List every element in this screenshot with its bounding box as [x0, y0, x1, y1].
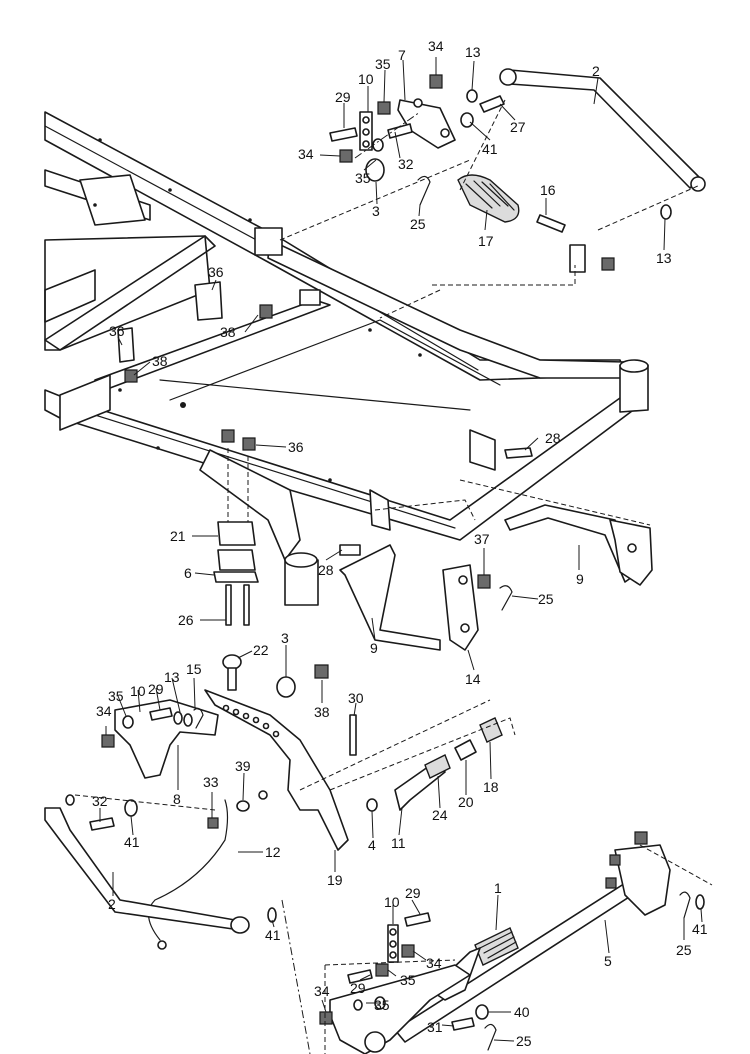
callout-31: 31	[427, 1019, 443, 1035]
callout-13: 13	[164, 669, 180, 685]
callout-2: 2	[108, 896, 116, 912]
callout-29: 29	[335, 89, 351, 105]
callout-26: 26	[178, 612, 194, 628]
pivot-block	[213, 521, 259, 626]
callout-36: 36	[208, 264, 224, 280]
callout-25: 25	[410, 216, 426, 232]
main-frame	[44, 111, 649, 606]
callout-19: 19	[327, 872, 343, 888]
callout-21: 21	[170, 528, 186, 544]
callout-27: 27	[510, 119, 526, 135]
callout-17: 17	[478, 233, 494, 249]
callout-9: 9	[576, 571, 584, 587]
callout-labels: 34 7 13 2 35 10 29 27 41 34 32 35 16 3 2…	[92, 38, 708, 1049]
arm-assemblies	[339, 447, 653, 651]
callout-34: 34	[426, 955, 442, 971]
callout-6: 6	[184, 565, 192, 581]
callout-3: 3	[372, 203, 380, 219]
callout-25: 25	[676, 942, 692, 958]
callout-25: 25	[538, 591, 554, 607]
callout-12: 12	[265, 844, 281, 860]
callout-35: 35	[108, 688, 124, 704]
callout-41: 41	[482, 141, 498, 157]
callout-40: 40	[514, 1004, 530, 1020]
callout-10: 10	[130, 683, 146, 699]
callout-35: 35	[375, 56, 391, 72]
leader-lines	[99, 57, 703, 1042]
callout-1: 1	[494, 880, 502, 896]
callout-34: 34	[298, 146, 314, 162]
callout-34: 34	[96, 703, 112, 719]
brake-lever-assembly	[44, 654, 516, 1054]
callout-38: 38	[152, 353, 168, 369]
callout-4: 4	[368, 837, 376, 853]
callout-30: 30	[348, 690, 364, 706]
callout-33: 33	[203, 774, 219, 790]
lift-rod-assembly-top	[279, 68, 706, 319]
callout-10: 10	[384, 894, 400, 910]
callout-34: 34	[314, 983, 330, 999]
callout-29: 29	[405, 885, 421, 901]
callout-41: 41	[265, 927, 281, 943]
callout-14: 14	[465, 671, 481, 687]
callout-29: 29	[148, 681, 164, 697]
callout-41: 41	[692, 921, 708, 937]
callout-35: 35	[355, 170, 371, 186]
callout-34: 34	[428, 38, 444, 54]
callout-38: 38	[220, 324, 236, 340]
callout-22: 22	[253, 642, 269, 658]
callout-18: 18	[483, 779, 499, 795]
callout-13: 13	[465, 44, 481, 60]
callout-37: 37	[474, 531, 490, 547]
callout-32: 32	[92, 793, 108, 809]
callout-35: 35	[374, 997, 390, 1013]
callout-25: 25	[516, 1033, 532, 1049]
callout-2: 2	[592, 63, 600, 79]
callout-3: 3	[281, 630, 289, 646]
callout-38: 38	[314, 704, 330, 720]
callout-5: 5	[604, 953, 612, 969]
callout-39: 39	[235, 758, 251, 774]
callout-36: 36	[288, 439, 304, 455]
callout-24: 24	[432, 807, 448, 823]
callout-20: 20	[458, 794, 474, 810]
callout-13: 13	[656, 250, 672, 266]
callout-41: 41	[124, 834, 140, 850]
callout-10: 10	[358, 71, 374, 87]
frame-fasteners	[117, 281, 321, 530]
callout-29: 29	[350, 980, 366, 996]
callout-8: 8	[173, 791, 181, 807]
callout-28: 28	[545, 430, 561, 446]
pedal-assembly	[319, 831, 713, 1054]
callout-28: 28	[318, 562, 334, 578]
callout-15: 15	[186, 661, 202, 677]
callout-35: 35	[400, 972, 416, 988]
callout-36: 36	[109, 323, 125, 339]
callout-9: 9	[370, 640, 378, 656]
callout-32: 32	[398, 156, 414, 172]
callout-7: 7	[398, 47, 406, 63]
callout-11: 11	[391, 835, 406, 851]
callout-16: 16	[540, 182, 556, 198]
